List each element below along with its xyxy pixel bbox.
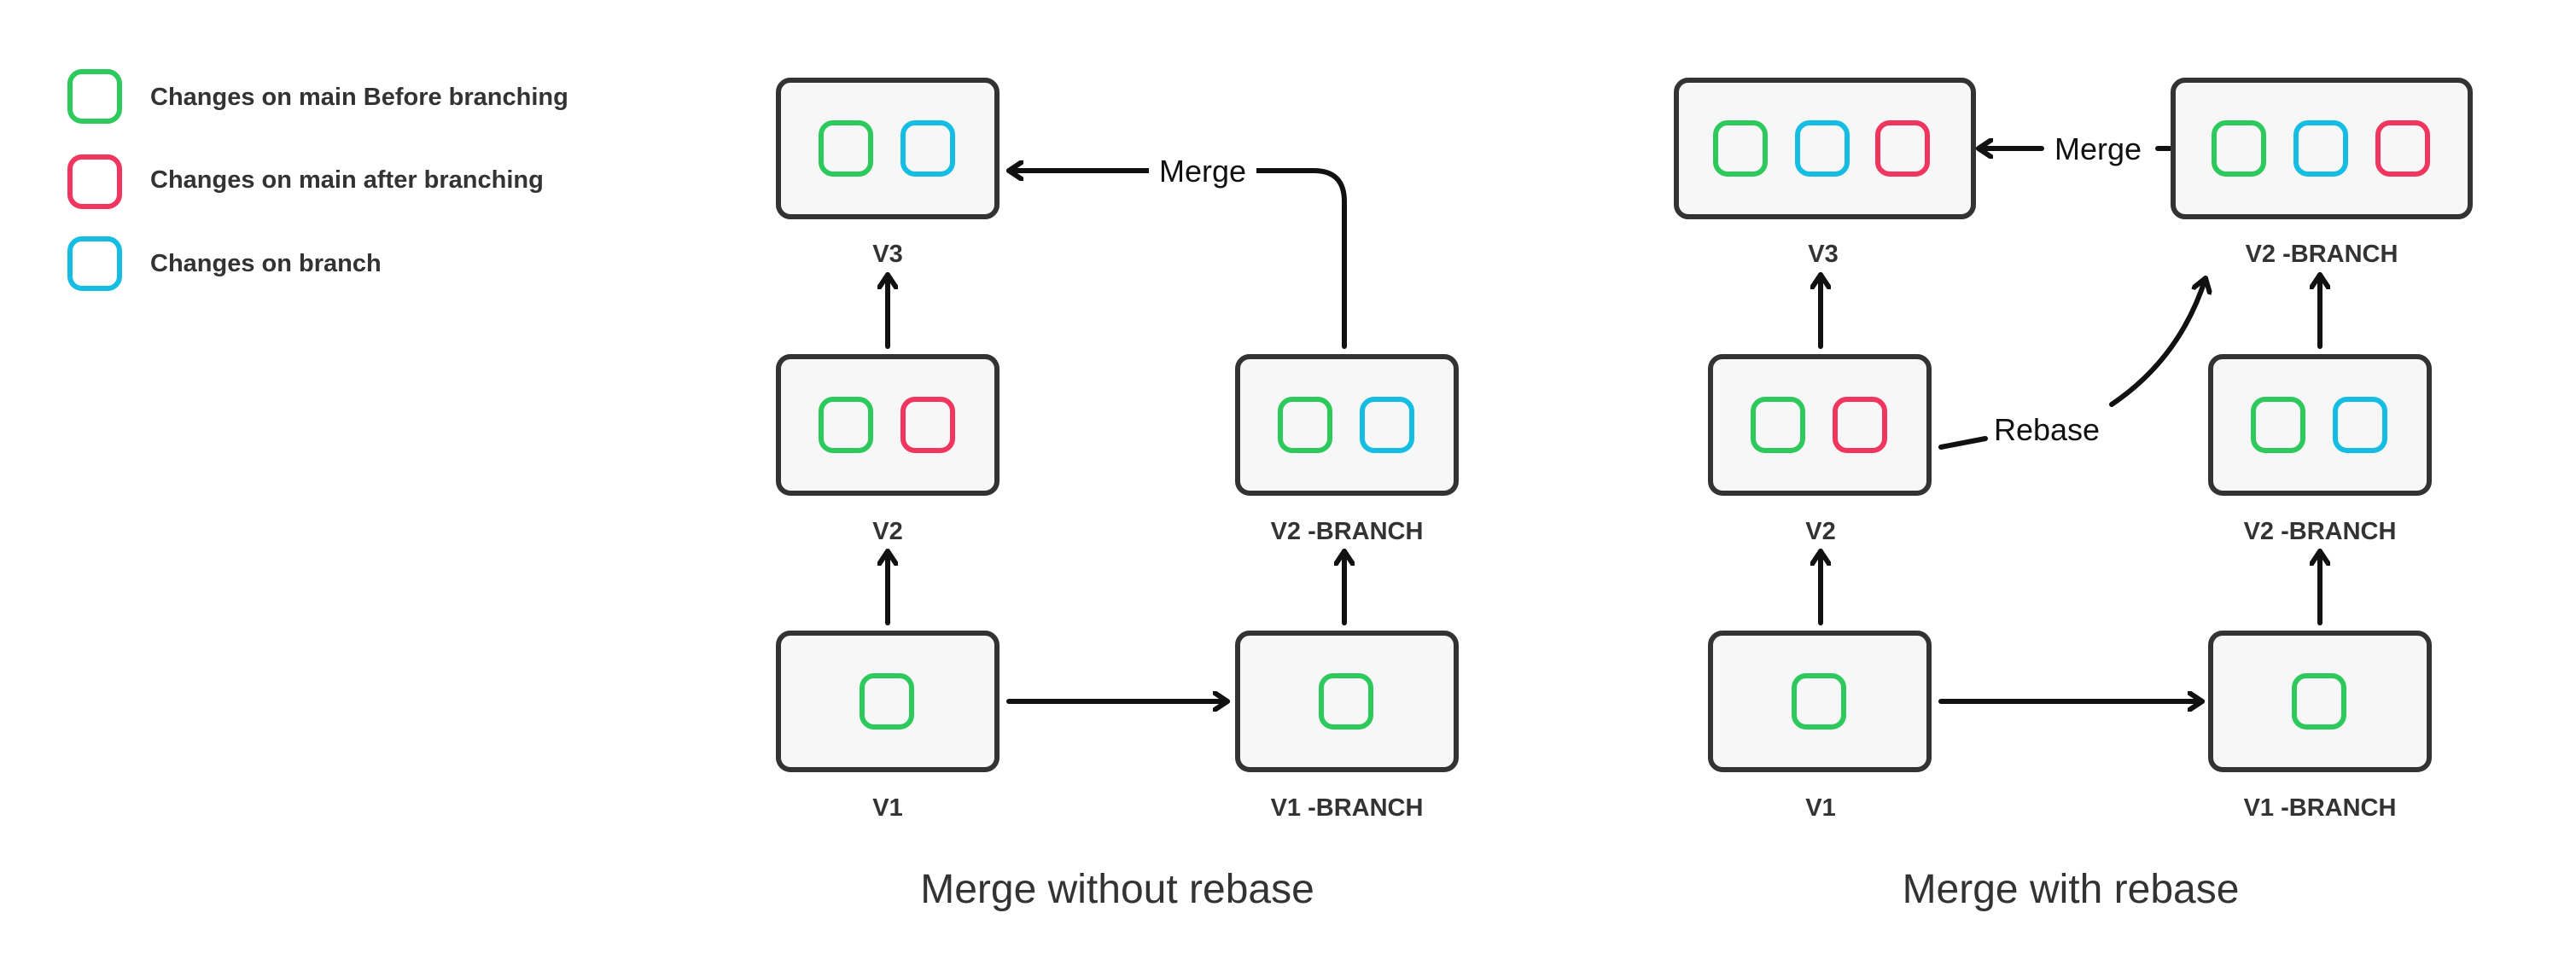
node-label: V1 -BRANCH [1271,794,1424,822]
change-chip-after-branching [900,397,955,453]
diagram-caption: Merge with rebase [1903,867,2240,912]
merge-label-bg [1149,150,1256,191]
change-chip-after-branching [2375,120,2430,177]
node-v1-branch: V1 -BRANCH [1235,631,1459,822]
diagram-merge-without-rebase: Merge V3 V2 V1 V2 -BRANCH [776,78,1459,912]
node-box [2208,354,2432,496]
edge-label-merge: Merge [2054,131,2142,166]
node-label: V2 [1805,518,1835,545]
node-box [1235,354,1459,496]
node-label: V2 -BRANCH [2246,241,2398,268]
legend-item-before-branching: Changes on main Before branching [67,69,568,124]
change-chip-on-branch [900,120,955,177]
node-box [776,354,1000,496]
change-chip-after-branching [1875,120,1930,177]
edge-merge-v2-branch-to-v3 [1006,171,1347,349]
node-box [2208,631,2432,772]
node-v1: V1 [1708,631,1932,822]
node-v2: V2 [776,354,1000,545]
node-box [1235,631,1459,772]
node-box [1674,78,1976,219]
change-chip-before-branching [1713,120,1768,177]
legend-item-on-branch: Changes on branch [67,236,382,291]
node-v2-branch: V2 -BRANCH [1235,354,1459,545]
legend-item-after-branching: Changes on main after branching [67,154,544,209]
change-chip-before-branching [1319,673,1373,730]
change-chip-on-branch [2333,397,2387,453]
node-label: V3 [1808,241,1838,268]
change-chip-before-branching [819,120,873,177]
change-chip-after-branching [1833,397,1887,453]
edge-label-rebase: Rebase [1994,412,2100,447]
legend-label-before-branching: Changes on main Before branching [150,84,568,111]
change-chip-before-branching [819,397,873,453]
node-label: V1 [1805,794,1835,822]
legend-swatch-after-branching [67,154,122,209]
node-v2: V2 [1708,354,1932,545]
node-box [2171,78,2473,219]
node-label: V2 [872,518,902,545]
node-label: V1 [872,794,902,822]
change-chip-before-branching [1278,397,1332,453]
change-chip-before-branching [2251,397,2305,453]
node-box [1708,354,1932,496]
edge-label-merge: Merge [1159,154,1246,189]
node-label: V2 -BRANCH [1271,518,1424,545]
node-label: V1 -BRANCH [2244,794,2397,822]
legend: Changes on main Before branching Changes… [67,69,568,291]
diagram-caption: Merge without rebase [920,867,1314,912]
node-label: V3 [872,241,902,268]
diagram-merge-with-rebase: Rebase Merge V3 V2 V1 [1674,78,2473,912]
change-chip-on-branch [2293,120,2348,177]
change-chip-before-branching [2212,120,2266,177]
legend-swatch-before-branching [67,69,122,124]
node-box [776,78,1000,219]
node-v1-branch: V1 -BRANCH [2208,631,2432,822]
node-label: V2 -BRANCH [2244,518,2397,545]
node-v3: V3 [1674,78,1976,268]
node-box [1708,631,1932,772]
legend-label-after-branching: Changes on main after branching [150,166,544,194]
change-chip-before-branching [860,673,914,730]
change-chip-on-branch [1360,397,1414,453]
change-chip-before-branching [1792,673,1846,730]
node-v1: V1 [776,631,1000,822]
change-chip-before-branching [2292,673,2346,730]
node-v3: V3 [776,78,1000,268]
node-v2-branch: V2 -BRANCH [2208,354,2432,545]
change-chip-on-branch [1795,120,1850,177]
edge-rebase-v2-to-v2-branch [1938,278,2206,450]
legend-label-on-branch: Changes on branch [150,250,382,277]
node-box [776,631,1000,772]
node-v2-branch-rebased: V2 -BRANCH [2171,78,2473,268]
change-chip-before-branching [1751,397,1805,453]
legend-swatch-on-branch [67,236,122,291]
